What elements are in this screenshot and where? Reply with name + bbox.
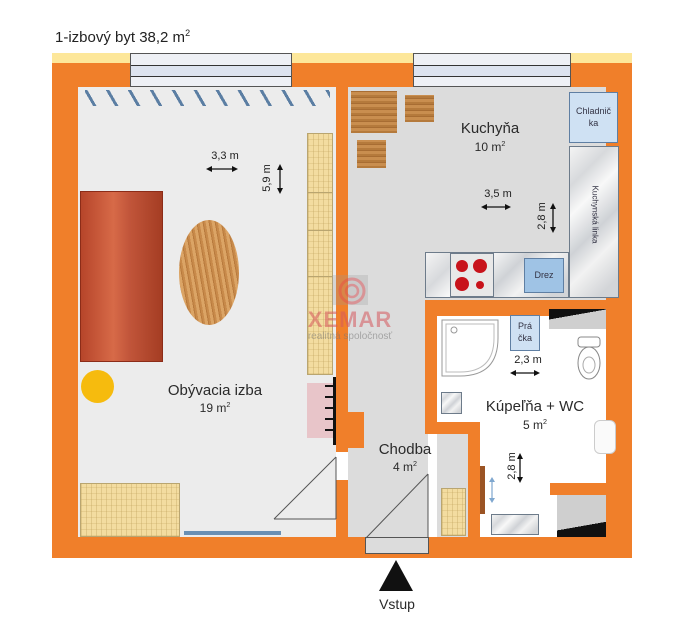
sink-icon: Drez <box>524 258 564 293</box>
wardrobe-divider <box>307 192 333 193</box>
hook <box>325 418 335 420</box>
living-room-area: 19 m2 <box>199 400 231 415</box>
watermark-brand: XEMAR <box>307 307 393 332</box>
width-arrow-icon <box>481 204 511 210</box>
living-room-name: Obývacia izba <box>167 382 263 399</box>
hook <box>325 385 335 387</box>
entrance-arrow-icon <box>379 560 413 591</box>
plan-title-text: 1-izbový byt 38,2 m <box>55 29 186 46</box>
bathroom-left-wall-lower <box>468 422 480 537</box>
bath-mat-icon <box>491 514 539 535</box>
shoe-cabinet-icon <box>441 488 466 536</box>
bed-icon <box>80 483 180 537</box>
bathroom-left-wall <box>425 300 437 428</box>
kitchen-length-label: 2,8 m <box>536 202 548 230</box>
left-wall <box>52 63 78 558</box>
bathroom-door-icon <box>480 466 485 514</box>
kitchen-area: 10 m2 <box>474 139 506 154</box>
bathroom-area: 5 m2 <box>522 417 547 432</box>
watermark-logo: XEMAR realitná spoločnosť <box>275 273 425 342</box>
shower-icon <box>441 319 499 377</box>
chair-icon <box>405 95 434 122</box>
kitchen-name: Kuchyňa <box>460 120 520 137</box>
width-arrow-icon <box>206 166 238 172</box>
sofa-icon <box>80 191 163 362</box>
kitchen-counter-label: Kuchynská linka <box>590 185 600 244</box>
entrance-door-opening <box>365 537 429 554</box>
hall-name: Chodba <box>378 441 432 458</box>
coat-rack-icon <box>307 383 333 438</box>
plan-title-sup: 2 <box>185 28 191 38</box>
coat-hooks-bar <box>333 377 336 445</box>
length-arrow-icon <box>550 203 556 233</box>
stove-icon <box>450 253 494 297</box>
partition-wall-lower <box>336 480 348 537</box>
lamp-icon <box>81 370 114 403</box>
width-arrow-icon <box>510 370 540 376</box>
living-room-window <box>130 53 292 87</box>
kitchen-width-label: 3,5 m <box>484 188 512 200</box>
partition-pillar <box>348 412 364 448</box>
hook <box>325 396 335 398</box>
kitchen-window <box>413 53 571 87</box>
wardrobe-divider <box>307 230 333 231</box>
hook <box>325 407 335 409</box>
chair-icon <box>357 140 386 168</box>
kitchen-counter-icon <box>569 146 619 298</box>
wardrobe-divider <box>307 276 333 277</box>
radiator-top <box>85 90 330 106</box>
right-wall <box>606 63 632 558</box>
watermark-tagline: realitná spoločnosť <box>307 331 393 342</box>
bottom-wall <box>52 537 632 558</box>
wardrobe-icon <box>307 133 333 375</box>
coffee-table-icon <box>179 220 239 325</box>
length-arrow-icon <box>517 453 523 483</box>
exterior-sill <box>52 53 632 63</box>
length-arrow-icon <box>277 164 283 194</box>
toilet-icon <box>577 336 601 380</box>
entrance-door-swing-icon <box>365 473 429 539</box>
bathroom-inner-wall <box>550 483 606 495</box>
partition-wall <box>336 87 348 452</box>
radiator-bottom <box>184 531 281 535</box>
bathroom-window-upper <box>549 309 606 329</box>
living-width-label: 3,3 m <box>211 150 239 162</box>
hook <box>325 429 335 431</box>
fridge-icon: Chladnič ka <box>569 92 618 143</box>
bathroom-name: Kúpeľňa + WC <box>485 398 585 415</box>
spiral-logo-icon <box>332 275 368 305</box>
washing-machine-icon: Prá čka <box>510 315 540 351</box>
plan-title: 1-izbový byt 38,2 m2 <box>55 28 190 46</box>
bathroom-cabinet-icon <box>441 392 462 414</box>
entrance-label: Vstup <box>379 596 415 612</box>
dining-table-icon <box>351 91 397 133</box>
bathroom-step-wall <box>425 422 480 434</box>
hall-area: 4 m2 <box>392 459 417 474</box>
living-door-swing-icon <box>273 456 337 520</box>
bathroom-width-label: 2,3 m <box>514 354 542 366</box>
bathroom-window-lower <box>557 495 606 537</box>
living-length-label: 5,9 m <box>261 164 273 192</box>
door-slide-arrow-icon <box>489 477 495 503</box>
washbasin-icon <box>594 420 616 454</box>
